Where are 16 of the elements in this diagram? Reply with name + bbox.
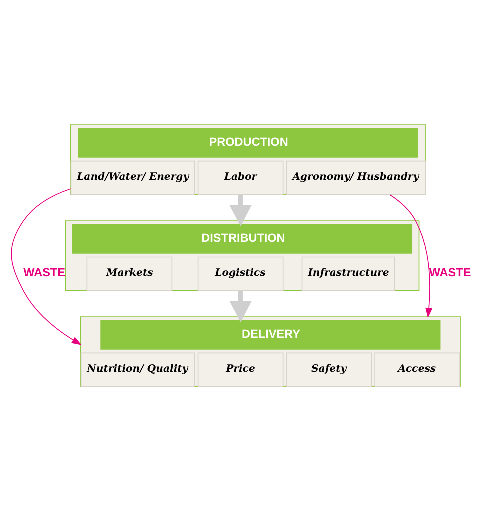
node-box: Price bbox=[198, 352, 284, 388]
node-box: Access bbox=[374, 352, 460, 388]
arrow bbox=[390, 194, 433, 318]
node-box: Agronomy/ Husbandry bbox=[286, 160, 426, 196]
node-box: Nutrition/ Quality bbox=[80, 352, 196, 388]
edge-label: WASTE bbox=[429, 266, 472, 280]
arrow bbox=[11, 188, 82, 346]
arrow bbox=[230, 195, 252, 226]
edge-label: WASTE bbox=[24, 266, 66, 280]
node-box: Labor bbox=[198, 160, 284, 196]
node-box: Logistics bbox=[198, 256, 284, 292]
node-box: Infrastructure bbox=[302, 256, 396, 292]
node-box: Markets bbox=[86, 256, 173, 292]
arrow bbox=[230, 291, 252, 322]
node-box: Land/Water/ Energy bbox=[70, 160, 196, 196]
node-box: Safety bbox=[286, 352, 372, 388]
